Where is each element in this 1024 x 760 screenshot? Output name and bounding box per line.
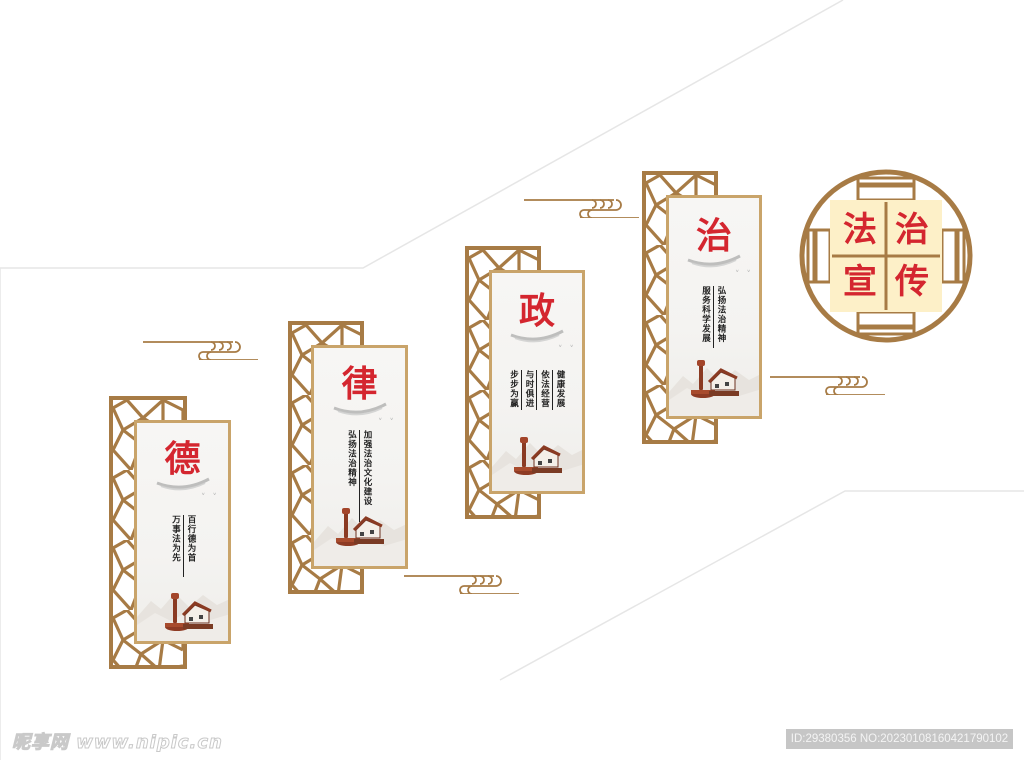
auspicious-cloud-icon (770, 376, 885, 395)
panel-title-char: 德 (164, 438, 201, 480)
birds-icon: ˅ ˅ (558, 345, 576, 355)
auspicious-cloud-icon (524, 199, 639, 218)
house-icon (707, 368, 739, 396)
house-icon (530, 445, 562, 473)
verse-block: 健康发展 依法经营 与时俱进 步步为赢 (508, 370, 565, 410)
verse-divider (712, 286, 714, 348)
verse-line: 服务科学发展 (700, 286, 711, 343)
verse-divider (520, 370, 522, 410)
panel-zheng: 政 ˅ ˅ 健康发展 依法经营 与时俱进 步步为赢 (489, 270, 585, 494)
emblem-frame (799, 169, 973, 343)
mountain-gavel-scene (492, 437, 582, 491)
auspicious-cloud-icon (404, 575, 519, 594)
verse-line: 健康发展 (555, 370, 565, 408)
panel-lv: 律 ˅ ˅ 加强法治文化建设 弘扬法治精神 (311, 345, 408, 569)
verse-line: 与时俱进 (524, 370, 534, 408)
verse-line: 弘扬法治精神 (716, 286, 726, 343)
mountain-gavel-scene (137, 593, 228, 641)
ink-swirl-icon (332, 402, 387, 416)
ink-swirl-icon (510, 329, 564, 343)
house-icon (181, 601, 213, 629)
verse-line: 万事法为先 (170, 515, 181, 563)
birds-icon: ˅ ˅ (735, 270, 753, 280)
verse-line: 加强法治文化建设 (362, 430, 372, 506)
ink-swirl-icon (687, 254, 741, 268)
verse-divider (536, 370, 537, 410)
ink-swirl-icon (155, 477, 210, 491)
birds-icon: ˅ ˅ (378, 418, 396, 428)
emblem-char: 传 (895, 262, 929, 302)
verse-line: 百行德为首 (186, 515, 196, 563)
legal-promotion-emblem: 法 治 宣 传 (798, 168, 974, 344)
auspicious-cloud-icon (143, 341, 258, 360)
verse-block: 百行德为首 万事法为先 (170, 515, 196, 577)
mountain-gavel-scene (314, 508, 405, 566)
verse-line: 弘扬法治精神 (346, 430, 357, 487)
birds-icon: ˅ ˅ (201, 493, 219, 503)
panel-de: 德 ˅ ˅ 百行德为首 万事法为先 (134, 420, 231, 644)
watermark-id: ID:29380356 NO:20230108160421790102 (786, 729, 1013, 749)
watermark-logo: 昵享网 www.nipic.cn (12, 732, 223, 754)
emblem-char: 宣 (843, 262, 877, 302)
panel-title-char: 治 (695, 215, 732, 257)
house-icon (352, 516, 384, 544)
panel-title-char: 政 (518, 290, 555, 332)
verse-block: 弘扬法治精神 服务科学发展 (700, 286, 726, 348)
verse-divider (551, 370, 553, 410)
verse-line: 依法经营 (539, 370, 550, 408)
verse-line: 步步为赢 (508, 370, 519, 408)
verse-divider (358, 430, 360, 522)
emblem-char: 治 (895, 210, 929, 250)
verse-divider (182, 515, 184, 577)
emblem-char: 法 (843, 210, 877, 250)
verse-block: 加强法治文化建设 弘扬法治精神 (346, 430, 372, 522)
mountains-icon (137, 593, 228, 641)
mountain-gavel-scene (669, 360, 759, 416)
panel-zhi: 治 ˅ ˅ 弘扬法治精神 服务科学发展 (666, 195, 762, 419)
panel-title-char: 律 (341, 363, 378, 405)
